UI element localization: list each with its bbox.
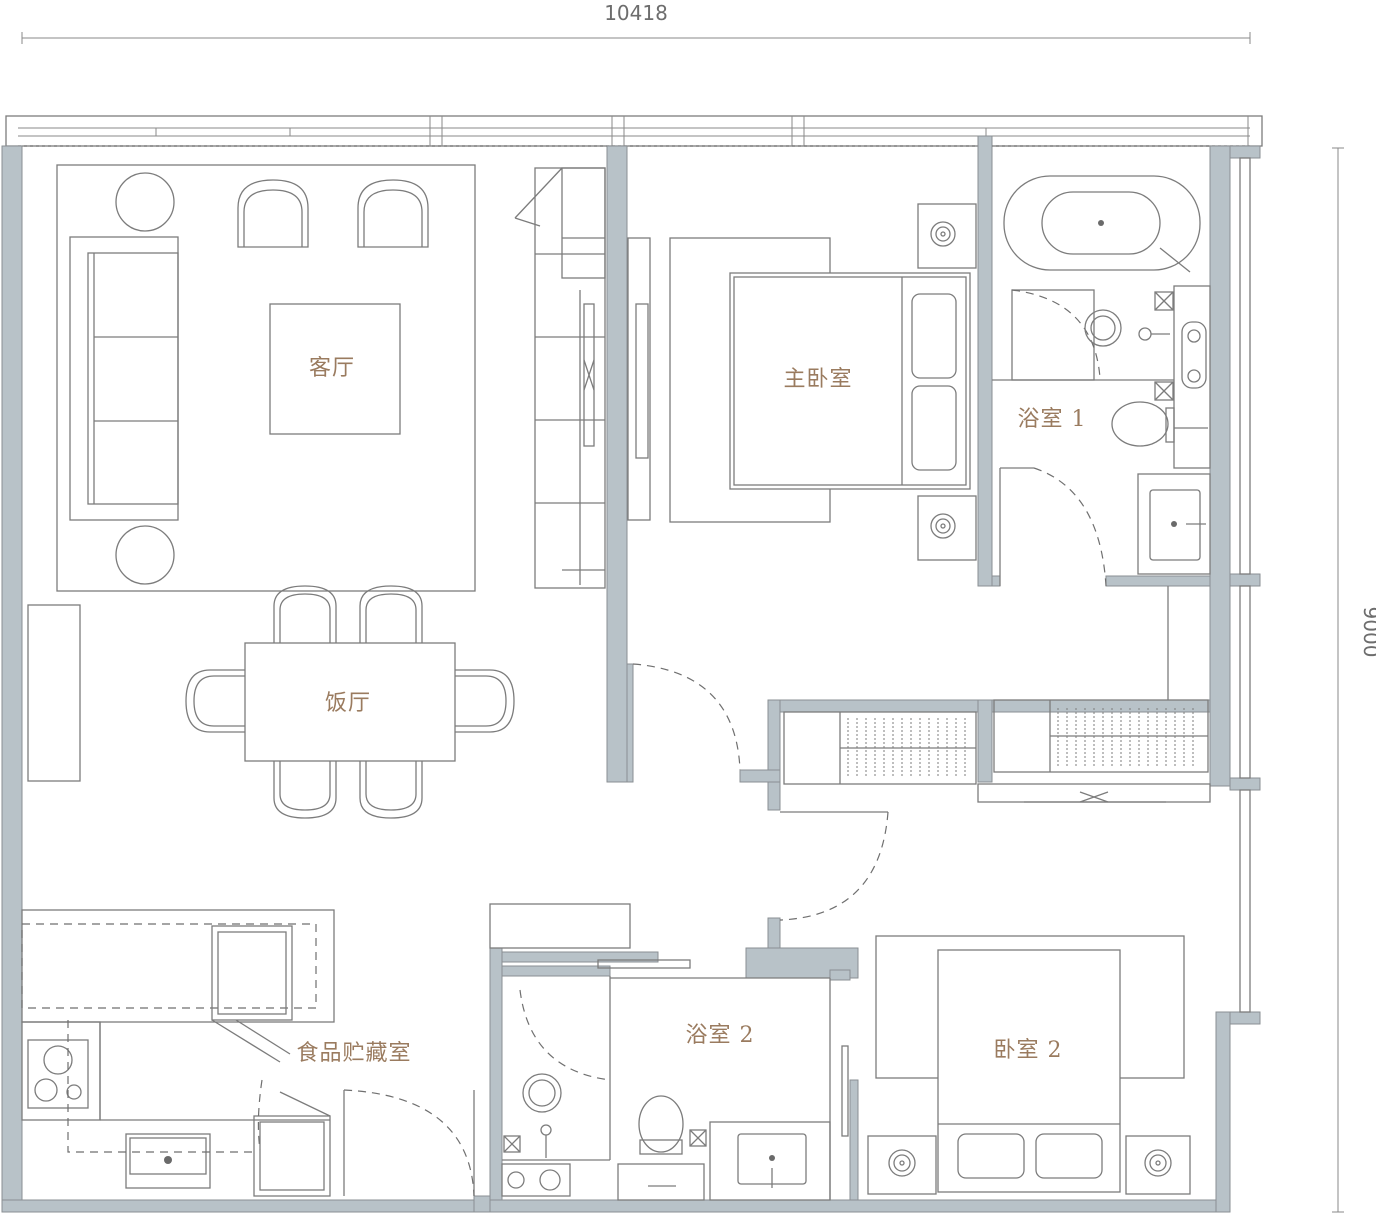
master-bedroom-furniture [627,203,977,771]
bedroom2-label: 卧室 2 [994,1038,1063,1063]
hangers-right [1057,708,1194,766]
kitchen-furniture [21,909,475,1197]
wardrobes [779,699,1211,921]
living-room-furniture [56,164,606,592]
height-dimension-label: 9000 [1359,607,1376,658]
top-window-strip [5,115,1263,147]
bathroom1-furniture [992,175,1211,700]
master-bedroom-label: 主卧室 [783,367,852,392]
width-dimension: 10418 [21,1,1251,44]
bathroom2-label: 浴室 2 [686,1023,755,1048]
walls [1,135,1261,1213]
bedroom2-furniture [867,157,1251,1195]
living-room-label: 客厅 [309,356,355,381]
room-labels: 客厅 饭厅 主卧室 浴室 1 浴室 2 卧室 2 食品贮藏室 [296,356,1087,1066]
width-dimension-label: 10418 [604,1,668,25]
dining-furniture [27,585,515,819]
bathroom2-furniture [489,903,849,1201]
dining-room-label: 饭厅 [325,691,371,716]
height-dimension: 9000 [1332,147,1376,1213]
hangers-left [847,718,966,778]
bathroom1-label: 浴室 1 [1018,407,1087,432]
pantry-label: 食品贮藏室 [296,1041,411,1066]
